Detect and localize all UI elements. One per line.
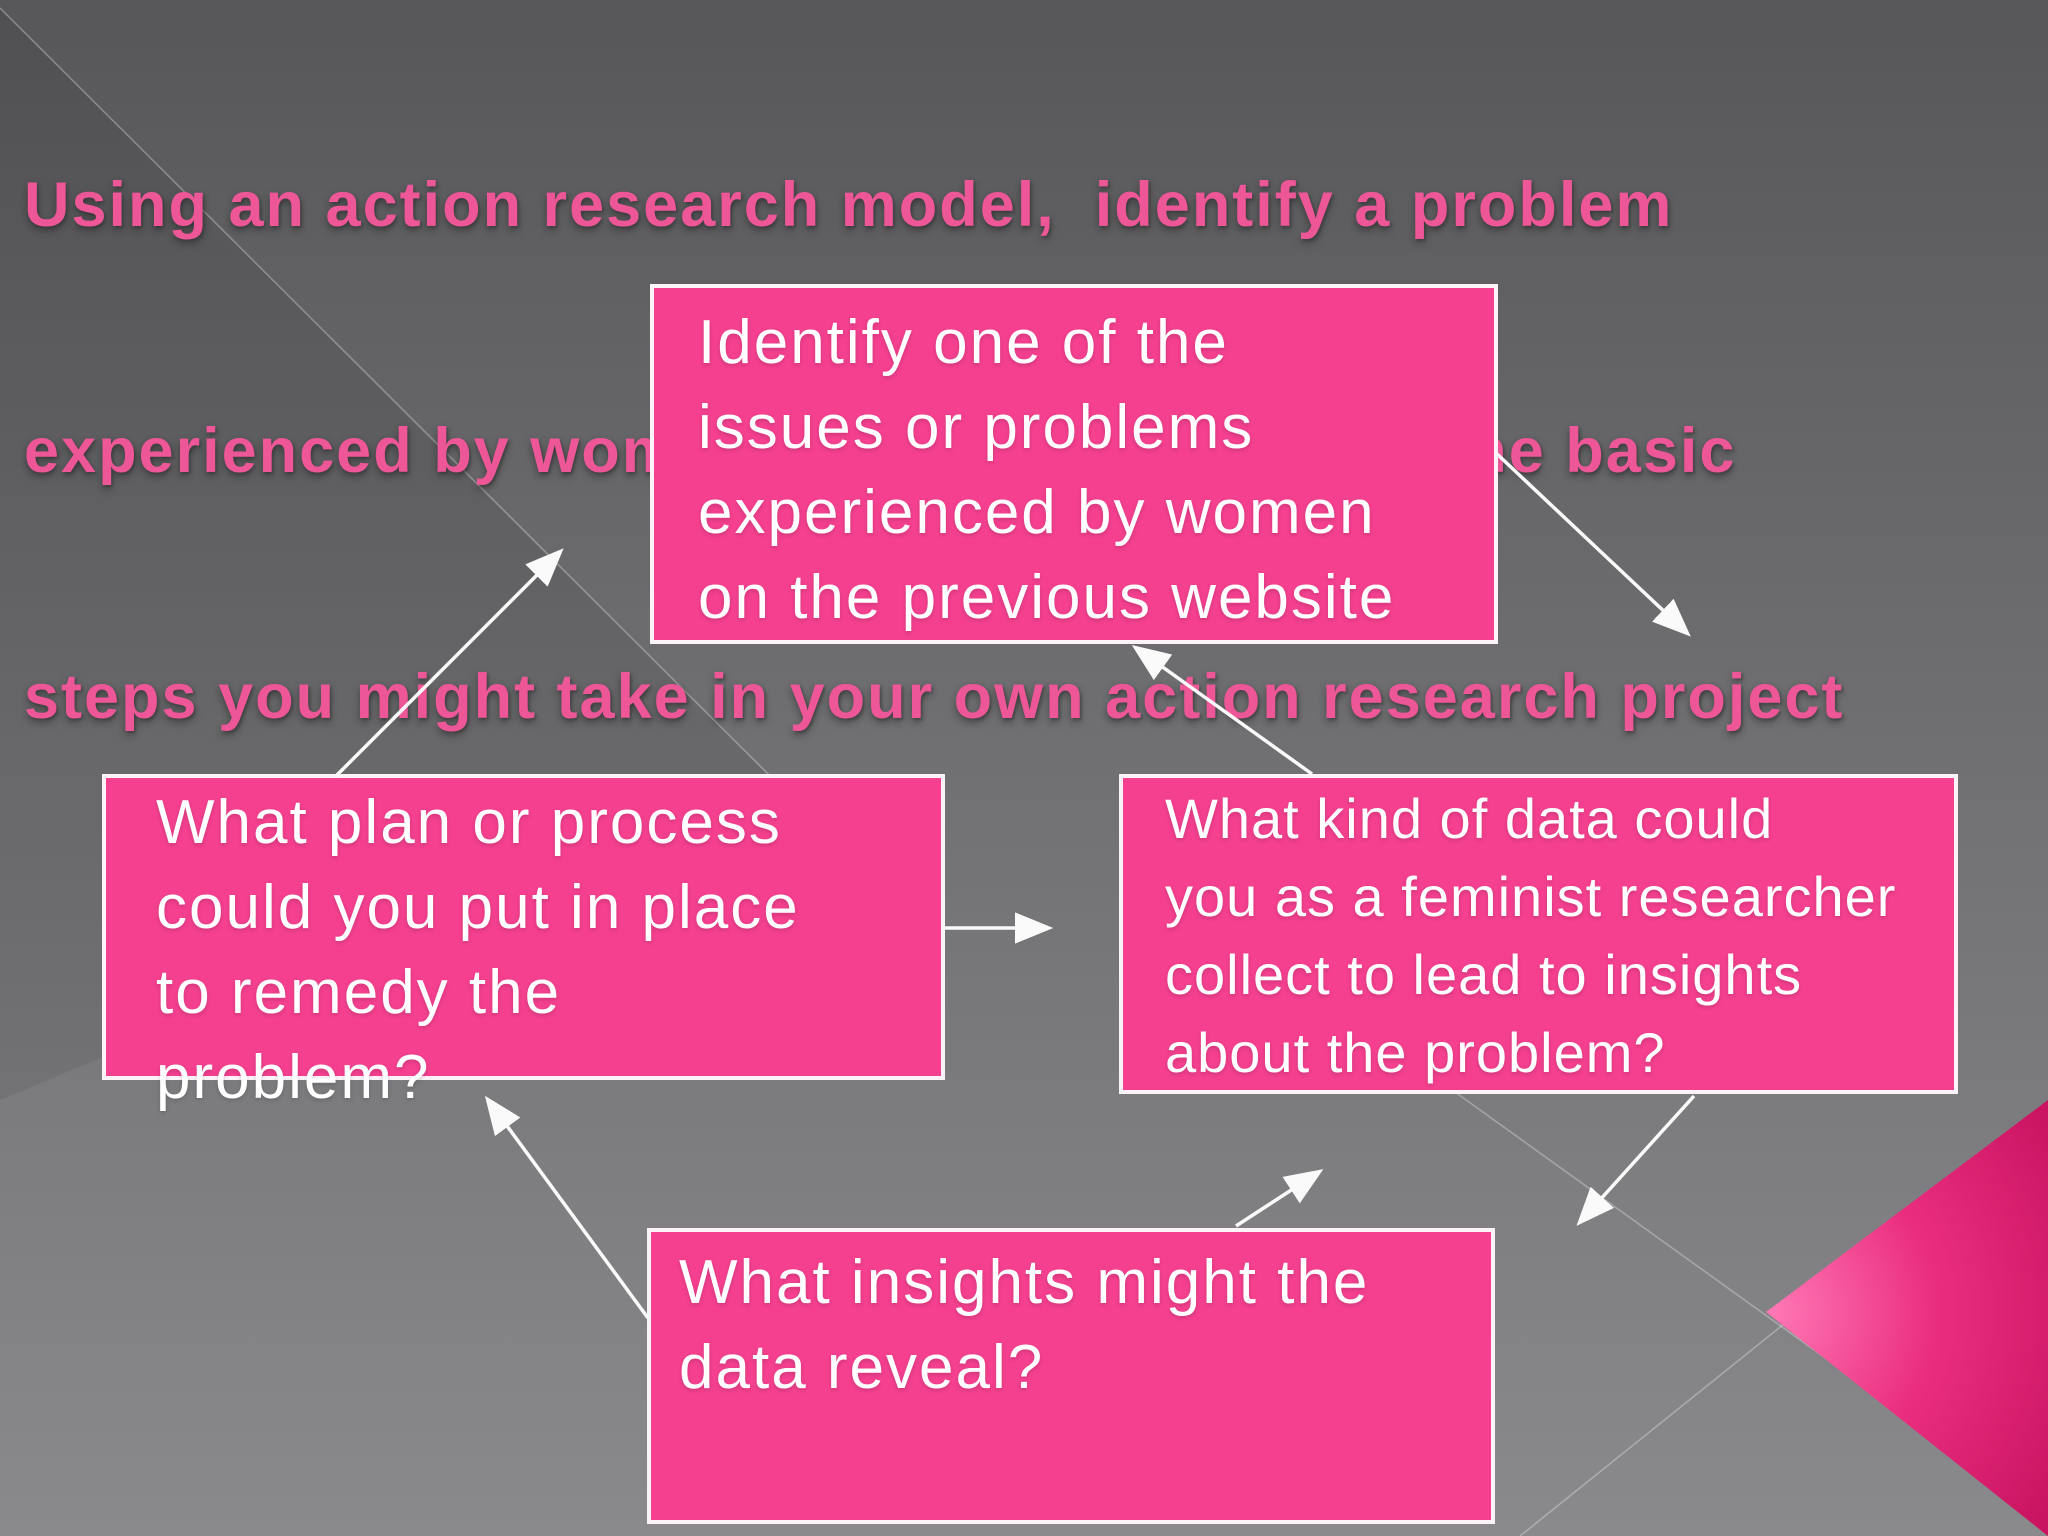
step-box-line: to remedy the bbox=[156, 958, 562, 1027]
slide-title: Using an action research model, identify… bbox=[24, 0, 1844, 902]
step-box-line: on the previous website bbox=[698, 563, 1396, 632]
step-box-line: experienced by women bbox=[698, 478, 1376, 547]
step-box-text: Identify one of the issues or problems e… bbox=[698, 300, 1395, 640]
step-box-text: What kind of data could you as a feminis… bbox=[1165, 780, 1896, 1092]
step-box-identify: Identify one of the issues or problems e… bbox=[650, 284, 1498, 644]
step-box-line: What kind of data could bbox=[1165, 787, 1774, 850]
title-line: Using an action research model, identify… bbox=[24, 170, 1674, 240]
title-line: steps you might take in your own action … bbox=[24, 662, 1845, 732]
background-seam-diagonal bbox=[0, 7, 773, 779]
step-box-line: issues or problems bbox=[698, 393, 1255, 462]
step-box-insights: What insights might the data reveal? bbox=[647, 1228, 1495, 1524]
step-box-line: you as a feminist researcher bbox=[1165, 865, 1897, 928]
step-box-data: What kind of data could you as a feminis… bbox=[1119, 774, 1958, 1094]
step-box-line: Identify one of the bbox=[698, 308, 1229, 377]
step-box-line: problem? bbox=[156, 1043, 431, 1112]
step-box-text: What insights might the data reveal? bbox=[679, 1240, 1369, 1410]
step-box-line: What insights might the bbox=[679, 1248, 1370, 1317]
step-box-line: could you put in place bbox=[156, 873, 800, 942]
step-box-line: collect to lead to insights bbox=[1165, 943, 1803, 1006]
step-box-text: What plan or process could you put in pl… bbox=[156, 780, 800, 1120]
step-box-line: data reveal? bbox=[679, 1333, 1045, 1402]
step-box-line: What plan or process bbox=[156, 788, 782, 857]
step-box-plan: What plan or process could you put in pl… bbox=[102, 774, 945, 1112]
step-box-line: about the problem? bbox=[1165, 1021, 1666, 1084]
corner-triangle-decoration bbox=[1766, 1100, 2048, 1536]
